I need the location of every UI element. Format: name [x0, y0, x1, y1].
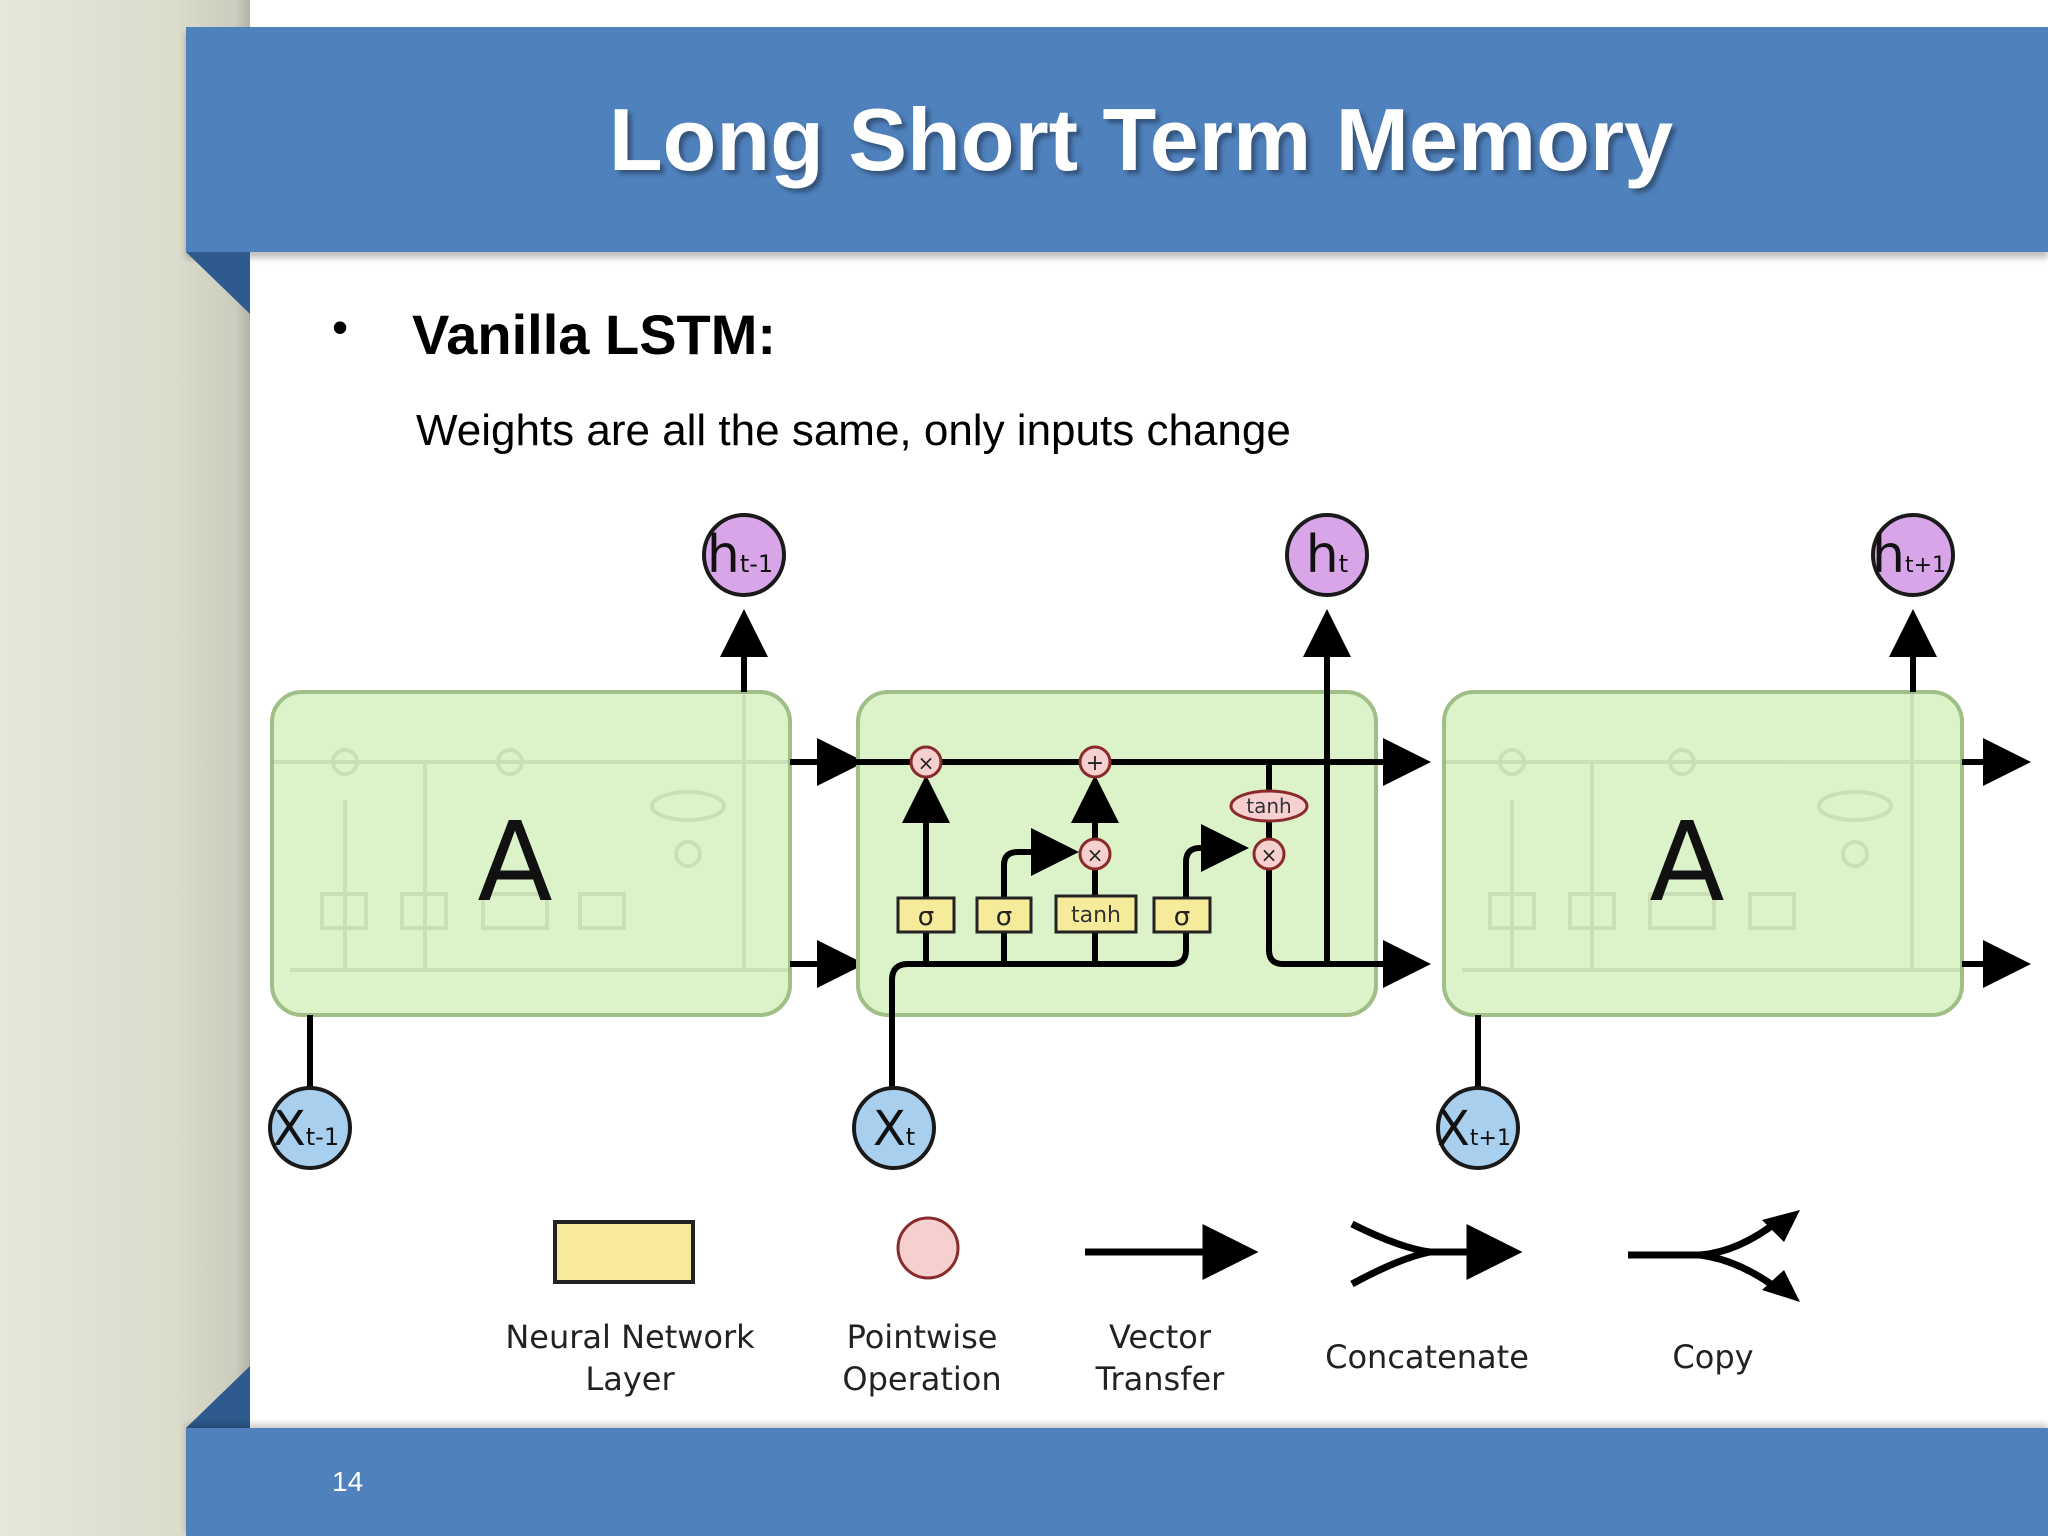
x-node-label: Xt-1: [273, 1101, 339, 1157]
left-margin-shadow: [236, 0, 250, 1536]
legend-vector-transfer-line1: Vector: [1109, 1318, 1212, 1356]
cell-tanh-op: [1229, 789, 1309, 823]
candidate-layer: [1054, 894, 1138, 934]
slide-number: 14: [332, 1466, 364, 1497]
input-gate-arrow: [1001, 828, 1079, 876]
output-gate-layer: [1152, 896, 1212, 934]
bullet-subtext: Weights are all the same, only inputs ch…: [416, 406, 1291, 455]
input-path: [889, 824, 1249, 1090]
x-node: [268, 1086, 352, 1170]
title-bar: [186, 27, 2048, 252]
lstm-diagram: A ht-1 Xt-1 × + × t: [268, 513, 2031, 1398]
lstm-cell-left: A ht-1 Xt-1: [268, 513, 865, 1170]
h-node-label: ht: [1306, 525, 1348, 585]
legend-pointwise-operation-symbol: [896, 1216, 960, 1280]
bullet-dot: •: [332, 301, 349, 353]
x-node: [852, 1086, 936, 1170]
lstm-cell-right: A ht+1 Xt+1: [1436, 513, 2031, 1170]
cell-tanh-label: tanh: [1246, 794, 1291, 818]
legend-copy-arrow-up: [1762, 1210, 1800, 1242]
legend-pointwise-operation-line2: Operation: [842, 1360, 1001, 1398]
legend-neural-network-layer-line2: Layer: [585, 1360, 675, 1398]
lstm-cell-middle: × + × tanh × σ σ tanh σ ht Xt: [852, 513, 1431, 1170]
forget-multiply-op: [909, 745, 943, 779]
slide-title: Long Short Term Memory: [608, 89, 1674, 189]
footer-bar-fold: [186, 1366, 250, 1428]
legend-copy-symbol: [1628, 1215, 1785, 1295]
faded-internals: [272, 692, 790, 972]
h-node: [1871, 513, 1955, 597]
legend-concatenate-symbol: [1350, 1224, 1512, 1284]
candidate-label: tanh: [1071, 903, 1121, 928]
output-multiply-op: [1252, 837, 1286, 871]
cell-label-a: A: [477, 798, 552, 926]
input-gate-label: σ: [996, 902, 1012, 932]
legend-copy-arrow-down: [1762, 1270, 1800, 1302]
h-node: [702, 513, 786, 597]
cell-box: [856, 690, 1378, 1017]
legend-concatenate-label: Concatenate: [1325, 1338, 1529, 1376]
output-gate-label: σ: [1174, 902, 1190, 932]
x-node-label: Xt: [873, 1101, 915, 1157]
cell-box: [1442, 690, 1964, 1017]
footer-bar: [186, 1428, 2048, 1536]
input-gate-layer: [975, 896, 1033, 934]
h-node: [1285, 513, 1369, 597]
forget-gate-label: σ: [918, 902, 934, 932]
forget-multiply-symbol: ×: [918, 751, 935, 775]
legend-neural-network-layer-symbol: [553, 1220, 695, 1284]
title-bar-fold: [186, 252, 250, 314]
legend-neural-network-layer-line1: Neural Network: [505, 1318, 755, 1356]
input-multiply-op: [1078, 837, 1112, 871]
x-node-label: Xt+1: [1437, 1101, 1511, 1157]
forget-gate-layer: [896, 896, 956, 934]
output-multiply-symbol: ×: [1261, 843, 1278, 867]
add-op: [1078, 745, 1112, 779]
legend-pointwise-operation-line1: Pointwise: [847, 1318, 998, 1356]
h-node-label: ht-1: [707, 525, 773, 585]
bullet-heading: Vanilla LSTM:: [412, 303, 777, 366]
x-node: [1436, 1086, 1520, 1170]
cell-label-a: A: [1649, 798, 1724, 926]
cell-box: [270, 690, 792, 1017]
legend-copy-label: Copy: [1672, 1338, 1753, 1376]
input-multiply-symbol: ×: [1087, 843, 1104, 867]
add-symbol: +: [1086, 751, 1104, 776]
legend-vector-transfer-line2: Transfer: [1095, 1360, 1226, 1398]
legend: Neural Network Layer Pointwise Operation…: [505, 1210, 1800, 1398]
h-node-label: ht+1: [1872, 525, 1946, 585]
output-to-hidden-path: [1266, 868, 1330, 967]
faded-internals: [1444, 692, 1962, 972]
